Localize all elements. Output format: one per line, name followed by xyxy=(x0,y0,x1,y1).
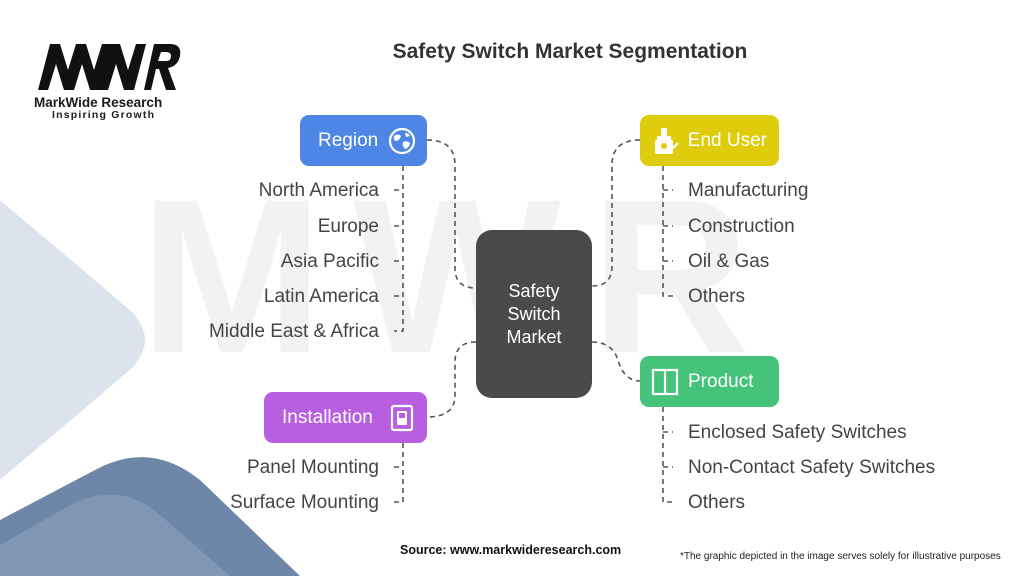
disclaimer-note: *The graphic depicted in the image serve… xyxy=(680,551,1001,562)
segment-end-user: End User xyxy=(640,115,779,166)
page-title: Safety Switch Market Segmentation xyxy=(392,40,748,63)
end-user-item: Construction xyxy=(688,216,795,237)
segment-product: Product xyxy=(640,356,779,407)
center-label-line3: Market xyxy=(506,326,562,347)
region-item: North America xyxy=(258,180,379,201)
brand-tagline: Inspiring Growth xyxy=(52,109,156,121)
product-item: Others xyxy=(688,492,746,513)
region-item: Europe xyxy=(317,216,379,237)
segment-product-label: Product xyxy=(688,370,754,392)
segment-installation-label: Installation xyxy=(282,406,373,428)
panel-icon xyxy=(650,367,680,397)
end-user-item: Others xyxy=(688,286,746,307)
region-item: Asia Pacific xyxy=(280,251,379,272)
plunger-icon xyxy=(650,126,680,156)
segment-end-user-label: End User xyxy=(687,129,767,151)
globe-icon xyxy=(387,126,417,156)
segment-region: Region xyxy=(300,115,427,166)
center-node: Safety Switch Market xyxy=(476,230,592,398)
end-user-item: Manufacturing xyxy=(688,180,809,201)
brand-name: MarkWide Research xyxy=(34,95,163,110)
end-user-item: Oil & Gas xyxy=(688,251,770,272)
product-item: Non-Contact Safety Switches xyxy=(688,457,936,478)
center-label-line2: Switch xyxy=(507,303,561,324)
product-item: Enclosed Safety Switches xyxy=(688,422,907,443)
segment-region-label: Region xyxy=(318,129,379,151)
segment-installation: Installation xyxy=(264,392,427,443)
switch-icon xyxy=(387,403,417,433)
installation-item: Panel Mounting xyxy=(246,457,379,478)
center-label-line1: Safety xyxy=(508,280,560,301)
brand-logo xyxy=(38,44,181,90)
region-item: Middle East & Africa xyxy=(208,321,379,342)
region-item: Latin America xyxy=(263,286,379,307)
source-citation: Source: www.markwideresearch.com xyxy=(400,543,622,557)
installation-item: Surface Mounting xyxy=(230,492,379,513)
